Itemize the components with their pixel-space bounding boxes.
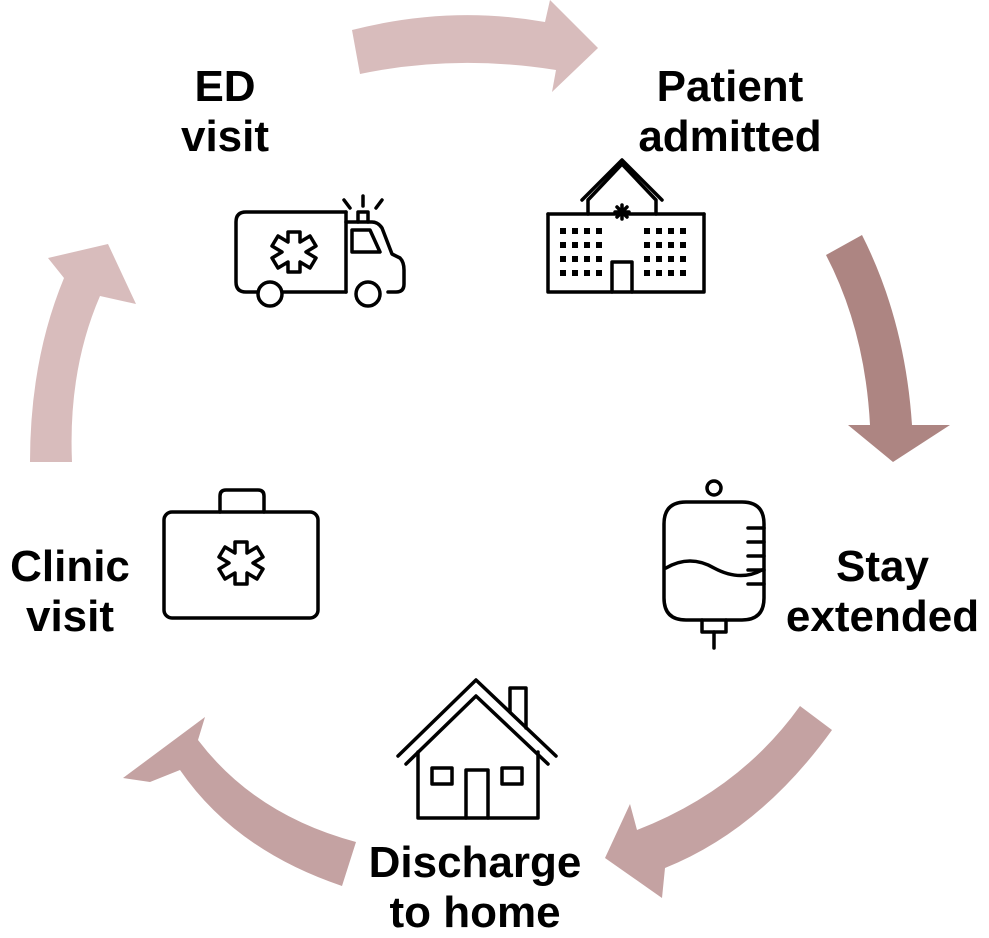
iv-bag-icon	[662, 479, 766, 650]
medical-kit-icon	[162, 488, 320, 620]
arrow-discharge-to-clinic	[123, 717, 356, 886]
label-clinic-visit-line1: Clinic	[10, 542, 130, 591]
label-stay-extended-line1: Stay	[836, 542, 929, 591]
label-patient-admitted-line1: Patient	[656, 62, 804, 111]
label-discharge-to-home-line2: to home	[389, 888, 561, 937]
house-icon	[396, 678, 558, 820]
arrow-admitted-to-stay	[826, 235, 950, 462]
label-clinic-visit: Clinic visit	[0, 542, 140, 642]
arrow-ed-to-admitted	[352, 0, 598, 92]
hospital-windows	[560, 228, 686, 276]
label-clinic-visit-line2: visit	[25, 592, 115, 641]
label-patient-admitted: Patient admitted	[610, 62, 850, 162]
cycle-arrows	[30, 0, 950, 898]
label-discharge-to-home: Discharge to home	[345, 838, 605, 938]
label-discharge-to-home-line1: Discharge	[368, 838, 582, 887]
label-ed-visit-line2: visit	[180, 112, 270, 161]
label-ed-visit: ED visit	[150, 62, 300, 162]
arrow-stay-to-discharge	[605, 706, 832, 898]
hospital-icon	[546, 158, 706, 294]
ambulance-icon	[234, 194, 406, 308]
label-patient-admitted-line2: admitted	[638, 112, 822, 161]
arrow-clinic-to-ed	[30, 244, 136, 462]
label-stay-extended-line2: extended	[785, 592, 980, 641]
label-ed-visit-line1: ED	[194, 62, 256, 111]
label-stay-extended: Stay extended	[770, 542, 989, 642]
